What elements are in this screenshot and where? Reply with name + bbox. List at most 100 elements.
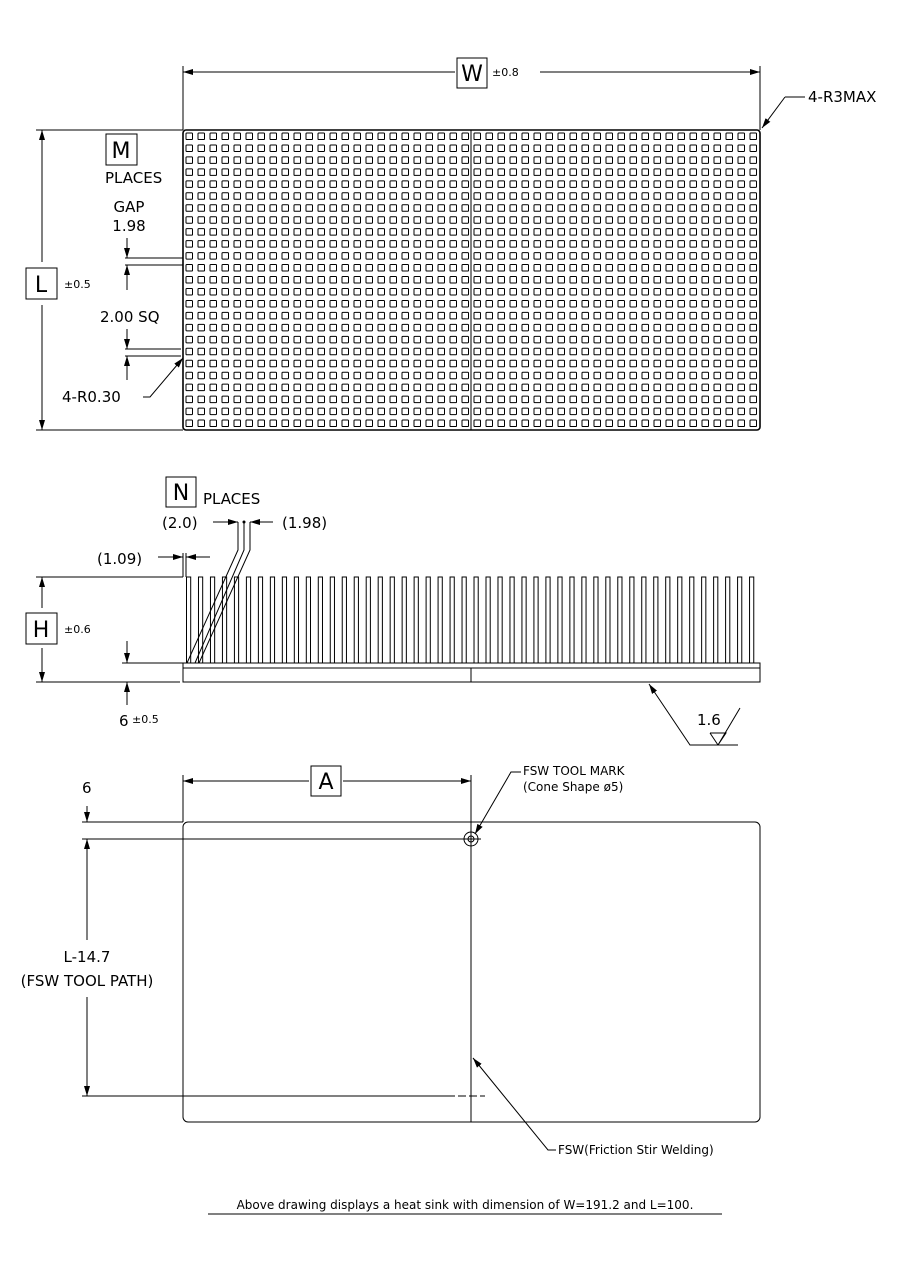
pin — [605, 407, 613, 416]
pin — [689, 323, 697, 332]
pin — [701, 168, 709, 176]
pin — [281, 228, 289, 236]
pin — [293, 311, 301, 320]
pin — [557, 192, 565, 200]
pin — [509, 407, 517, 416]
m-places-label: PLACES — [105, 169, 162, 187]
pin — [641, 192, 649, 200]
pin — [233, 419, 241, 428]
pin — [449, 371, 457, 380]
h-label-box — [25, 612, 58, 645]
pin — [665, 276, 673, 284]
pin — [641, 276, 649, 284]
pin — [401, 311, 409, 320]
pin — [533, 252, 541, 260]
pin — [209, 264, 217, 272]
pin — [257, 252, 265, 260]
pin — [677, 347, 685, 356]
pin — [269, 299, 277, 308]
pin — [401, 252, 409, 260]
fin — [401, 576, 407, 664]
pin — [317, 276, 325, 284]
pin — [497, 204, 505, 212]
pin — [233, 192, 241, 200]
pin — [413, 371, 421, 380]
pin — [437, 180, 445, 188]
pin — [305, 240, 313, 248]
pin — [365, 204, 373, 212]
pin — [533, 395, 541, 404]
pin — [281, 287, 289, 296]
pin — [437, 395, 445, 404]
pin — [701, 395, 709, 404]
pin — [425, 180, 433, 188]
pin — [713, 228, 721, 236]
pin — [509, 228, 517, 236]
fin — [389, 576, 395, 664]
pin — [533, 144, 541, 152]
pin — [521, 132, 529, 140]
pin — [401, 287, 409, 296]
surface-finish-value: 1.6 — [697, 711, 721, 729]
pin — [593, 156, 601, 164]
pin — [617, 299, 625, 308]
pin — [473, 323, 481, 332]
pin — [665, 407, 673, 416]
pin — [629, 204, 637, 212]
pin — [221, 311, 229, 320]
pin — [725, 228, 733, 236]
pin — [377, 419, 385, 428]
pin — [653, 276, 661, 284]
pin — [257, 299, 265, 308]
pin — [617, 383, 625, 392]
pin — [545, 311, 553, 320]
pin — [293, 383, 301, 392]
pin — [617, 180, 625, 188]
pin — [281, 395, 289, 404]
pin — [329, 335, 337, 344]
pin — [749, 287, 757, 296]
pin — [557, 264, 565, 272]
pin — [461, 419, 469, 428]
pin — [257, 240, 265, 248]
pin — [377, 156, 385, 164]
pin — [329, 144, 337, 152]
pin — [257, 323, 265, 332]
pin — [317, 359, 325, 368]
pin — [365, 335, 373, 344]
pin — [353, 252, 361, 260]
pin — [449, 287, 457, 296]
pin — [413, 276, 421, 284]
pin — [269, 359, 277, 368]
pin — [569, 299, 577, 308]
side-view: N PLACES (2.0) (1.98) (1.09) H ±0.6 6 ±0… — [25, 476, 761, 746]
pin — [557, 371, 565, 380]
pin — [473, 216, 481, 224]
pin — [269, 132, 277, 140]
pin — [509, 359, 517, 368]
pin — [605, 228, 613, 236]
pin — [521, 216, 529, 224]
pin — [185, 287, 193, 296]
pin — [389, 156, 397, 164]
pin — [341, 359, 349, 368]
pin — [425, 192, 433, 200]
pin — [701, 276, 709, 284]
pin — [233, 323, 241, 332]
pin — [293, 287, 301, 296]
pitch-right-label: (1.98) — [282, 514, 327, 532]
pin — [653, 287, 661, 296]
pin — [569, 276, 577, 284]
pin — [425, 144, 433, 152]
pin — [401, 407, 409, 416]
fin — [221, 576, 228, 664]
pin — [377, 132, 385, 140]
pin — [557, 156, 565, 164]
pin — [665, 335, 673, 344]
pin — [521, 335, 529, 344]
pin — [617, 276, 625, 284]
pin — [473, 395, 481, 404]
pin — [569, 371, 577, 380]
pin — [341, 287, 349, 296]
pin — [305, 216, 313, 224]
